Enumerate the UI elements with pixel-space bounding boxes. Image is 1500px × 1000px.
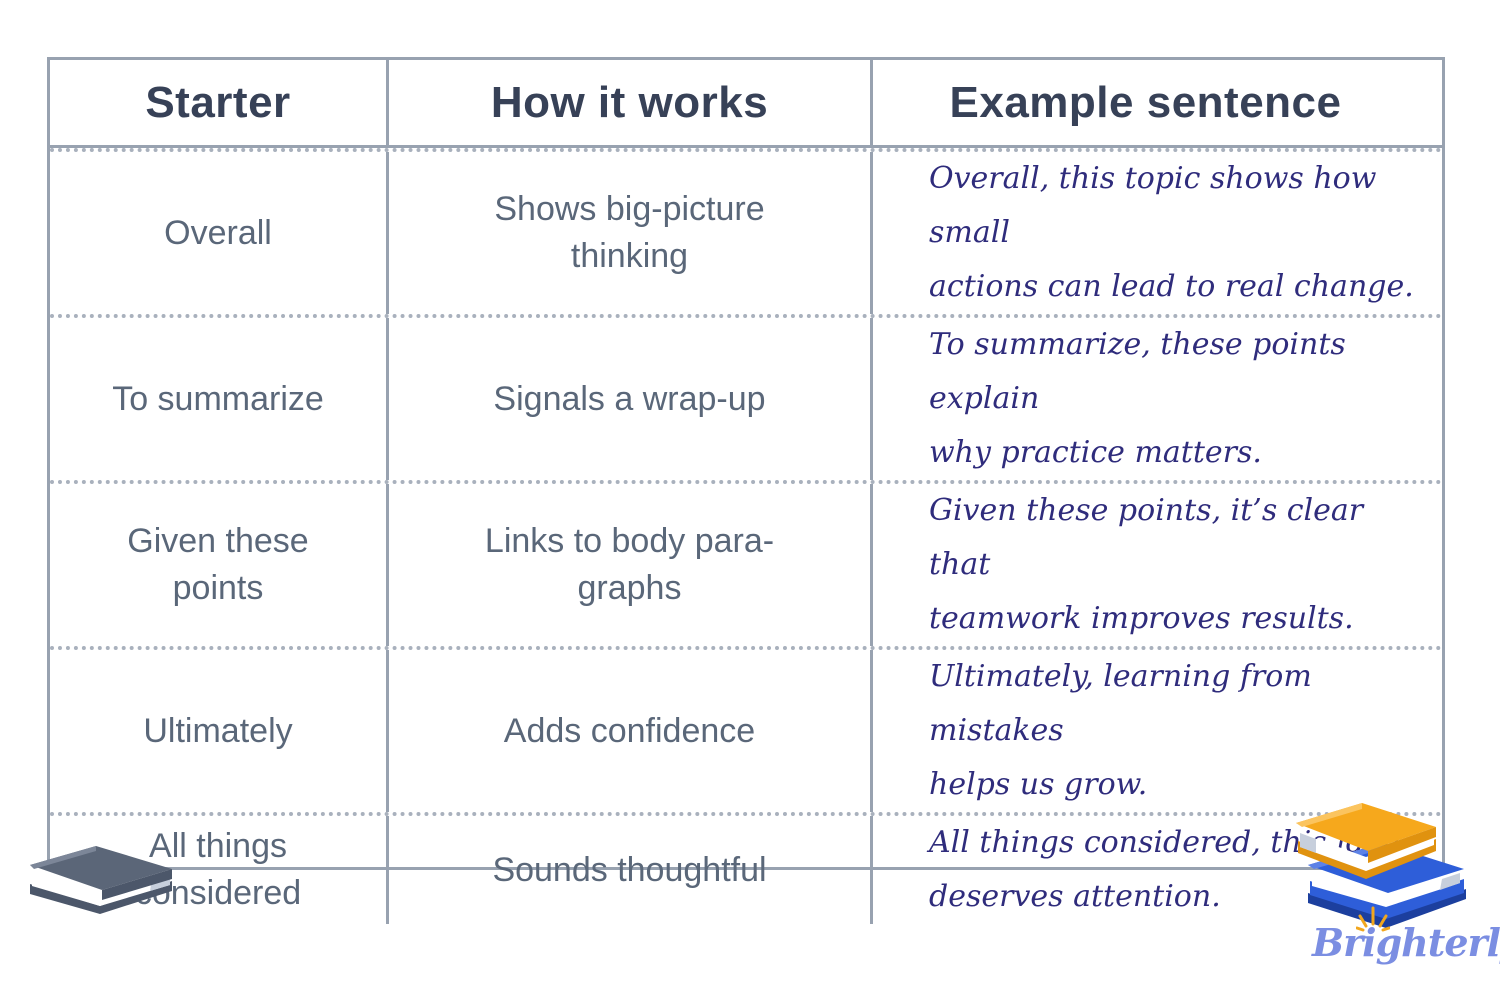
example-cell: To summarize, these points explain why p…	[929, 327, 1346, 470]
table-row: Ultimately Adds confidence Ultimately, l…	[50, 646, 1442, 812]
starter-cell: Given these points	[50, 484, 389, 646]
table-header-row: Starter How it works Example sentence	[50, 60, 1442, 148]
starter-cell: To summarize	[50, 318, 389, 480]
column-header-starter: Starter	[50, 60, 389, 145]
how-cell: Sounds thoughtful	[389, 816, 873, 924]
starter-cell: Overall	[50, 152, 389, 314]
brighterly-logo-text: Brighterly	[1312, 920, 1500, 965]
yellow-book-icon	[1296, 803, 1436, 879]
brand-area: Brighterly	[1280, 795, 1500, 995]
sentence-starters-table: Starter How it works Example sentence Ov…	[47, 57, 1445, 924]
column-header-example-sentence: Example sentence	[949, 77, 1342, 127]
example-cell: Given these points, it’s clear that team…	[929, 493, 1364, 636]
table-row: To summarize Signals a wrap-up To summar…	[50, 314, 1442, 480]
table-row: Overall Shows big-picture thinking Overa…	[50, 148, 1442, 314]
example-cell: Ultimately, learning from mistakes helps…	[929, 659, 1312, 802]
gray-book-icon	[30, 846, 172, 914]
example-cell: Overall, this topic shows how small acti…	[929, 161, 1414, 304]
how-cell: Links to body para- graphs	[389, 484, 873, 646]
sun-icon	[1356, 906, 1390, 932]
table-row: All things considered Sounds thoughtful …	[50, 812, 1442, 924]
table-row: Given these points Links to body para- g…	[50, 480, 1442, 646]
how-cell: Adds confidence	[389, 650, 873, 812]
how-cell: Shows big-picture thinking	[389, 152, 873, 314]
books-stack-icon	[1296, 803, 1466, 928]
how-cell: Signals a wrap-up	[389, 318, 873, 480]
brighterly-logo: Brighterly	[1312, 906, 1500, 965]
starter-cell: Ultimately	[50, 650, 389, 812]
column-header-how-it-works: How it works	[389, 60, 873, 145]
